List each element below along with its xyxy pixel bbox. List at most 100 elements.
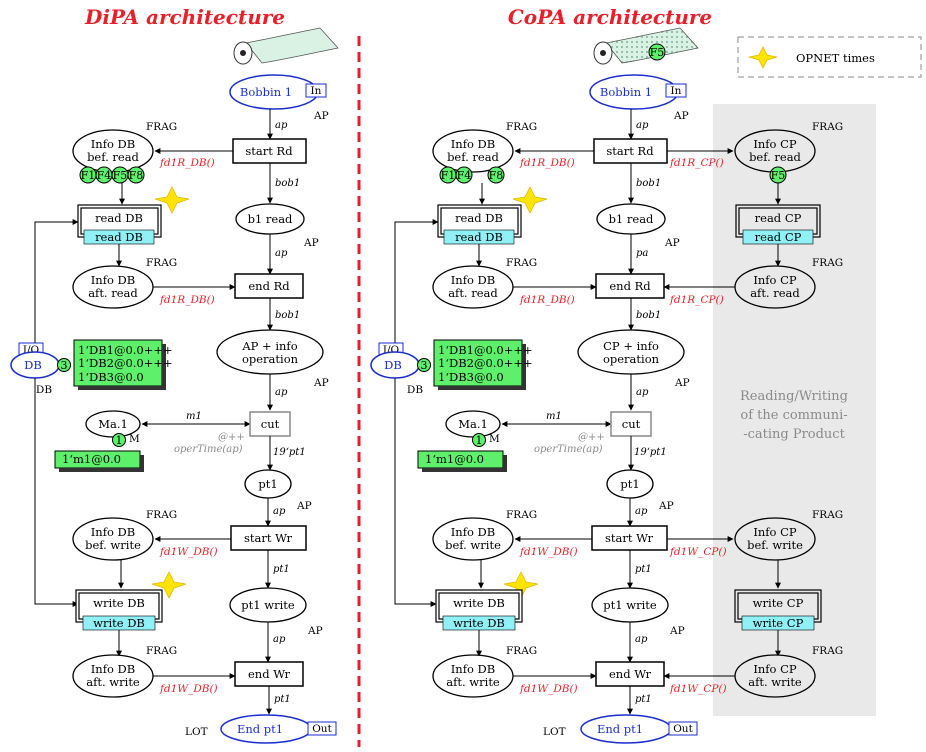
arc-bob1-label: bob1 xyxy=(275,178,300,189)
lot-label: LOT xyxy=(185,726,208,738)
frag-cp-label: FRAG xyxy=(812,121,843,133)
db-token-3: 1‘DB3@0.0 xyxy=(438,370,504,384)
info-cp-aft-write-l1: Info CP xyxy=(753,662,797,676)
op-l2: operation xyxy=(242,352,299,366)
info-db-aft-read-l1: Info DB xyxy=(91,273,135,287)
info-db-bef-read-l1: Info DB xyxy=(451,137,495,151)
at-pp: @++ xyxy=(578,432,605,443)
frag-label-4: FRAG xyxy=(146,645,177,657)
ma1-count: 1 xyxy=(116,434,123,447)
ma1-label: Ma.1 xyxy=(98,417,128,431)
read-db-tag: read DB xyxy=(455,230,503,244)
legend: OPNET times xyxy=(737,36,922,78)
in-tag-label: In xyxy=(311,85,322,97)
dipa-title: DiPA architecture xyxy=(84,5,285,29)
info-cp-bef-write xyxy=(734,517,816,561)
out-tag-label: Out xyxy=(312,723,332,735)
info-cp-bef-read-l2: bef. read xyxy=(749,150,801,164)
arc-pt1-2: pt1 xyxy=(274,694,291,705)
fd1r-cp-1: fd1R_CP() xyxy=(669,157,724,169)
fd1w-db-2: fd1W_DB() xyxy=(519,683,578,695)
start-rd-label: start Rd xyxy=(606,144,654,158)
db-count: 3 xyxy=(421,359,428,372)
info-cp-bef-write-l1: Info CP xyxy=(753,525,797,539)
end-pt1-label: End pt1 xyxy=(597,722,643,736)
ap-label-4: AP xyxy=(296,500,312,512)
rw-note-l2: of the communi- xyxy=(740,408,847,423)
end-wr-label: end Wr xyxy=(609,667,652,681)
fd1r-db-1: fd1R_DB() xyxy=(519,157,575,169)
dipa-frag-tokens: F1 F4 F5 F8 xyxy=(79,166,145,184)
frag-cp-label-2: FRAG xyxy=(812,257,843,269)
cp-token-f5: F5 xyxy=(771,169,786,182)
legend-label: OPNET times xyxy=(796,51,875,65)
bobbin-label: Bobbin 1 xyxy=(600,85,652,99)
db-tokens-box xyxy=(73,339,163,387)
db-count: 3 xyxy=(61,359,68,372)
ap-label-3: AP xyxy=(674,377,690,389)
at-pp: @++ xyxy=(218,432,245,443)
frag-cp-label-3: FRAG xyxy=(812,509,843,521)
start-rd xyxy=(593,138,668,164)
info-aft-write-l2: aft. write xyxy=(446,675,500,689)
b1-read-label: b1 read xyxy=(609,212,654,226)
info-cp-aft-read-l1: Info CP xyxy=(753,273,797,287)
token-f4: F4 xyxy=(97,169,112,182)
copa-net: F5 Bobbin 1 In AP ap FRAG Info DB bef. r… xyxy=(370,27,848,744)
arc-ap-3: ap xyxy=(275,387,288,398)
ap-label-5: AP xyxy=(307,625,323,637)
arc-pt1-2: pt1 xyxy=(635,694,652,705)
info-bef-write-l1: Info DB xyxy=(91,525,135,539)
fd1w-db-1: fd1W_DB() xyxy=(519,546,578,558)
fd1r-cp-2: fd1R_CP() xyxy=(669,294,724,306)
end-rd xyxy=(595,273,665,299)
op-l2: operation xyxy=(603,352,660,366)
token-f8: F8 xyxy=(129,169,144,182)
write-db-label: write DB xyxy=(93,596,145,610)
end-pt1-label: End pt1 xyxy=(237,722,283,736)
token-f1: F1 xyxy=(441,169,456,182)
token-f4: F4 xyxy=(457,169,472,182)
start-wr-label: start Wr xyxy=(605,531,653,545)
info-bef-write-l1: Info DB xyxy=(451,525,495,539)
token-f1: F1 xyxy=(81,169,96,182)
db-token-2: 1‘DB2@0.0+++ xyxy=(438,356,533,370)
ma1-label: Ma.1 xyxy=(458,417,488,431)
info-cp-aft-write-l2: aft. write xyxy=(748,675,802,689)
fd1w-db-2: fd1W_DB() xyxy=(159,683,218,695)
lot-label: LOT xyxy=(543,726,566,738)
db-place-label: DB xyxy=(24,358,42,372)
info-db-bef-read-l2: bef. read xyxy=(447,150,499,164)
frag-label-3: FRAG xyxy=(506,509,537,521)
fd1r-db-1: fd1R_DB() xyxy=(159,157,215,169)
arc-bob1-2: bob1 xyxy=(275,310,300,321)
pt1-label: pt1 xyxy=(620,477,639,491)
rw-note-l1: Reading/Writing xyxy=(740,389,848,404)
start-rd-label: start Rd xyxy=(245,144,293,158)
star-icon xyxy=(151,571,187,599)
end-rd-label: end Rd xyxy=(248,279,290,293)
m1-arc-label: m1 xyxy=(186,411,202,422)
read-cp-tag: read CP xyxy=(755,230,802,244)
arc-ap-2: ap xyxy=(275,248,288,259)
info-aft-write-l1: Info DB xyxy=(91,662,135,676)
arc-ap-5: ap xyxy=(273,634,286,645)
frag-label-3: FRAG xyxy=(146,509,177,521)
db-token-3: 1‘DB3@0.0 xyxy=(78,370,144,384)
arc-pt1: pt1 xyxy=(273,564,290,575)
write-cp-label: write CP xyxy=(753,596,804,610)
arc-ap-label: ap xyxy=(275,120,288,131)
info-db-aft-read-l2: aft. read xyxy=(448,286,498,300)
out-tag-label: Out xyxy=(673,723,693,735)
info-cp-bef-write-l2: bef. write xyxy=(747,538,803,552)
db-tokens-box xyxy=(433,339,523,387)
frag-label: FRAG xyxy=(146,121,177,133)
read-db-tag: read DB xyxy=(95,230,143,244)
m-label: M xyxy=(489,433,500,445)
token-f8: F8 xyxy=(489,169,504,182)
frag-cp-label-4: FRAG xyxy=(812,645,843,657)
info-cp-aft-read-l2: aft. read xyxy=(750,286,800,300)
star-icon xyxy=(512,186,548,214)
start-wr-label: start Wr xyxy=(244,531,292,545)
arc-bob1-label: bob1 xyxy=(636,178,661,189)
